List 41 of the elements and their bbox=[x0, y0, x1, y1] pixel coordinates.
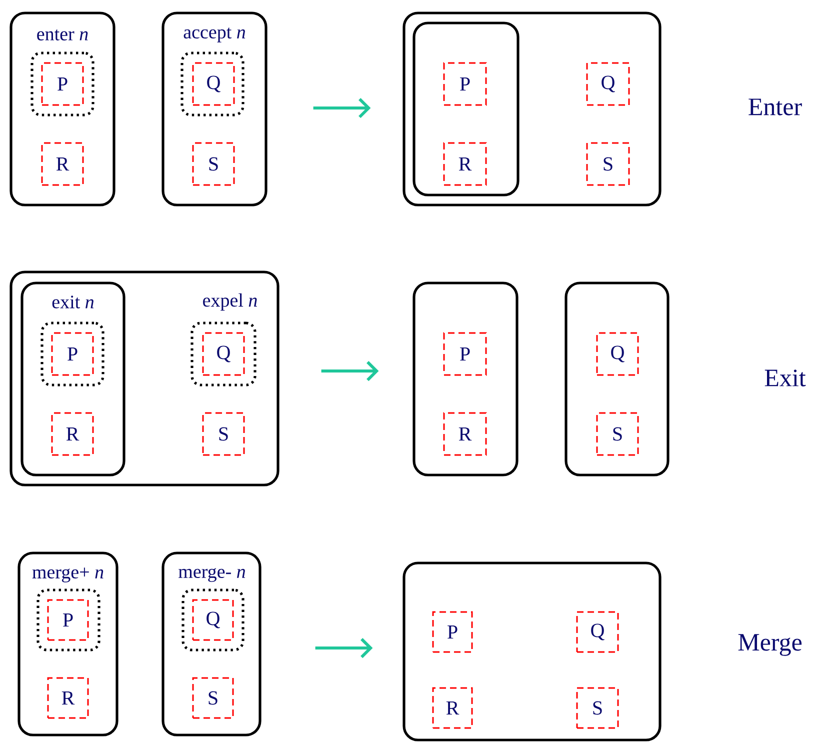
capability-box bbox=[30, 52, 94, 116]
ambient-box bbox=[402, 12, 662, 206]
rule-name: Merge bbox=[738, 634, 802, 656]
ambient-box bbox=[412, 282, 518, 476]
capability-box bbox=[180, 52, 244, 116]
capability-box bbox=[40, 322, 104, 386]
process-box: R bbox=[47, 677, 89, 719]
rule-name: Exit bbox=[764, 370, 806, 386]
process-box: P bbox=[41, 62, 84, 106]
ambient-box bbox=[402, 562, 662, 742]
capability-box bbox=[182, 588, 244, 652]
process-box: Q bbox=[192, 62, 235, 106]
process-box: P bbox=[443, 332, 487, 376]
rule-name: Enter bbox=[748, 98, 802, 116]
process-box: P bbox=[51, 332, 94, 376]
process-box: S bbox=[596, 412, 639, 456]
process-box: R bbox=[51, 412, 94, 456]
process-box: S bbox=[202, 412, 245, 456]
process-box: Q bbox=[202, 332, 245, 376]
process-box: Q bbox=[192, 599, 234, 641]
process-box: Q bbox=[576, 611, 619, 653]
process-box: S bbox=[586, 142, 630, 186]
process-box: R bbox=[41, 142, 84, 186]
arrow bbox=[321, 360, 379, 382]
process-box: S bbox=[576, 687, 619, 729]
process-box: P bbox=[432, 611, 473, 653]
capability-box bbox=[190, 322, 256, 386]
process-box: R bbox=[432, 687, 473, 729]
process-box: S bbox=[192, 677, 234, 719]
arrow bbox=[315, 638, 373, 658]
ambient-box bbox=[412, 22, 520, 196]
process-box: S bbox=[192, 142, 235, 186]
ambient-box bbox=[564, 282, 670, 476]
process-box: R bbox=[443, 142, 487, 186]
process-box: Q bbox=[586, 62, 630, 106]
process-box: P bbox=[47, 599, 89, 641]
process-box: Q bbox=[596, 332, 639, 376]
process-box: P bbox=[443, 62, 487, 106]
arrow bbox=[313, 98, 371, 118]
process-box: R bbox=[443, 412, 487, 456]
capability-box bbox=[36, 588, 100, 652]
